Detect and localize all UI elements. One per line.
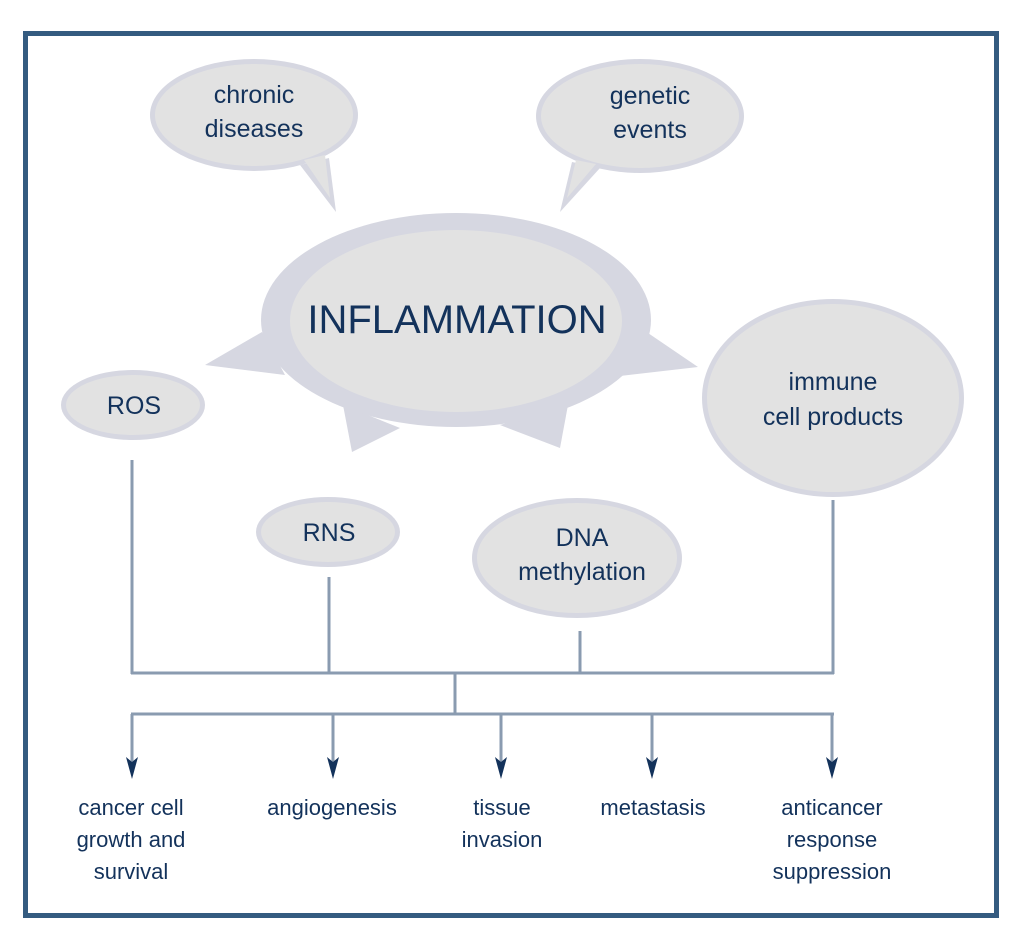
outcome-labels: cancer cell growth and survival angiogen… <box>77 795 892 884</box>
arrow-down-icon <box>826 757 838 779</box>
outcome-angiogenesis-line-1: angiogenesis <box>267 795 397 820</box>
bubble-genetic-line-1: genetic <box>610 82 691 110</box>
arrow-down-icon <box>126 757 138 779</box>
arrow-down-icon <box>327 757 339 779</box>
arrow-metastasis <box>646 714 658 779</box>
inflammation-burst: INFLAMMATION <box>205 213 698 452</box>
outcome-suppression-line-2: response <box>787 827 878 852</box>
outcome-arrows <box>126 714 838 779</box>
outcome-growth-line-1: cancer cell <box>78 795 183 820</box>
node-immune-line-2: cell products <box>763 403 903 431</box>
outcome-growth-line-2: growth and <box>77 827 186 852</box>
node-ros-label: ROS <box>107 392 161 420</box>
node-dna-methylation: DNA methylation <box>472 498 682 618</box>
node-rns: RNS <box>256 497 400 567</box>
outcome-metastasis-line-1: metastasis <box>600 795 705 820</box>
bubble-genetic-events: genetic events <box>536 59 744 212</box>
node-immune-cell-products: immune cell products <box>702 299 964 497</box>
arrow-growth <box>126 714 138 779</box>
outcome-invasion: tissue invasion <box>462 795 543 852</box>
arrow-suppression <box>826 714 838 779</box>
outcome-growth-line-3: survival <box>94 859 169 884</box>
bubble-genetic-line-2: events <box>613 116 687 144</box>
arrow-angiogenesis <box>327 714 339 779</box>
outcome-metastasis: metastasis <box>600 795 705 820</box>
bubble-chronic-line-1: chronic <box>214 81 295 109</box>
node-immune-line-1: immune <box>789 368 878 396</box>
bubble-chronic-line-2: diseases <box>205 115 304 143</box>
connector-lines <box>130 460 835 716</box>
outcome-growth: cancer cell growth and survival <box>77 795 186 884</box>
node-dna-line-1: DNA <box>556 524 609 552</box>
inflammation-title: INFLAMMATION <box>307 298 606 342</box>
outcome-invasion-line-2: invasion <box>462 827 543 852</box>
arrow-down-icon <box>495 757 507 779</box>
bubble-chronic-diseases: chronic diseases <box>150 59 358 212</box>
outcome-suppression-line-1: anticancer <box>781 795 883 820</box>
outcome-suppression: anticancer response suppression <box>773 795 892 884</box>
node-ros: ROS <box>61 370 205 440</box>
outcome-suppression-line-3: suppression <box>773 859 892 884</box>
arrow-down-icon <box>646 757 658 779</box>
node-dna-line-2: methylation <box>518 558 646 586</box>
outcome-angiogenesis: angiogenesis <box>267 795 397 820</box>
node-rns-label: RNS <box>303 519 356 547</box>
outcome-invasion-line-1: tissue <box>473 795 530 820</box>
arrow-invasion <box>495 714 507 779</box>
diagram-frame <box>23 31 999 918</box>
